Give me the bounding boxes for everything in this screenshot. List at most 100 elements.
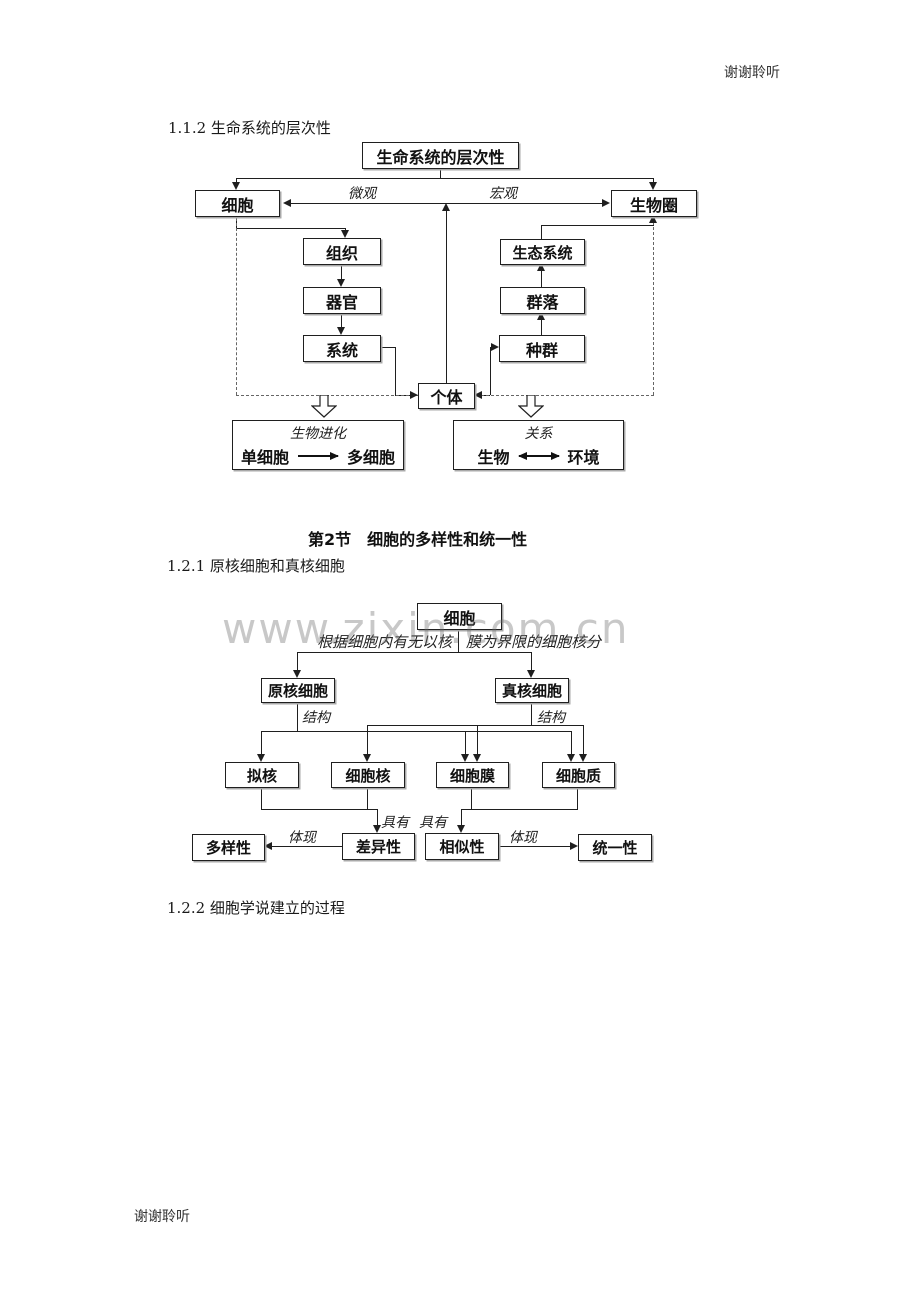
heading-1-2-2: 1.2.2 细胞学说建立的过程 [167,899,345,917]
arrowhead-right-icon [410,390,418,399]
node-cell: 细胞 [195,190,280,217]
connector-line [395,347,396,395]
heading-1-1-2: 1.1.2 生命系统的层次性 [168,119,331,137]
node-prokaryote: 原核细胞 [261,678,335,703]
arrowhead-down-icon [460,754,469,762]
connector-line [458,628,459,652]
relation-title: 关系 [524,425,553,442]
connector-line [341,263,342,279]
has-label-left: 具有 [381,815,409,831]
arrowhead-down-icon [231,182,240,190]
connector-line [577,786,578,809]
connector-line [261,731,262,754]
arrowhead-down-icon [362,754,371,762]
connector-line [446,211,447,383]
arrowhead-right-icon [602,198,610,207]
has-label-right: 具有 [419,815,447,831]
connector-line [261,809,378,810]
node-tissue: 组织 [303,238,381,265]
structure-label-left: 结构 [302,710,330,726]
connector-line [477,725,478,754]
arrowhead-left-icon [264,841,272,850]
arrowhead-down-icon [340,230,349,238]
connector-line [236,228,346,229]
footer-thanks-text: 谢谢聆听 [134,1209,190,1225]
connector-line [541,225,542,239]
node-individual: 个体 [418,383,475,409]
connector-line [471,786,472,809]
arrowhead-up-icon [441,203,450,211]
node-biosphere: 生物圈 [611,190,697,217]
connector-line [236,178,654,179]
connector-line [367,786,368,809]
evolution-from: 单细胞 [240,447,289,467]
heading-section-2: 第2节 细胞的多样性和统一性 [308,530,528,549]
block-arrow-down-icon [518,395,544,418]
node-system: 系统 [303,335,381,362]
connector-line [440,167,441,178]
node-cytoplasm: 细胞质 [542,762,615,788]
connector-line [261,786,262,809]
connector-line [297,652,298,670]
relation-row: 生物 环境 [477,444,599,468]
arrowhead-right-icon [570,841,578,850]
evolution-row: 单细胞 多细胞 [241,444,395,468]
node-ecosystem: 生态系统 [500,239,585,265]
relation-from: 生物 [477,447,510,467]
connector-line [341,312,342,327]
split-note-left: 根据细胞内有无以核 [316,633,452,651]
node-nucleus: 细胞核 [331,762,405,788]
connector-line [367,725,368,754]
dashed-boundary-line [236,218,237,395]
arrowhead-up-icon [648,215,657,223]
arrowhead-down-icon [256,754,265,762]
arrowhead-down-icon [578,754,587,762]
connector-line [367,725,583,726]
arrowhead-down-icon [292,670,301,678]
connector-line [541,225,653,226]
connector-line [379,347,395,348]
right-arrow-icon [298,451,339,460]
connector-line [297,652,531,653]
dashed-boundary-line [653,222,654,395]
arrowhead-down-icon [648,182,657,190]
connector-line [583,725,584,754]
reflect-label-left: 体现 [288,830,316,846]
connector-line [377,809,378,825]
label-micro: 微观 [348,186,376,202]
header-thanks-text: 谢谢聆听 [724,65,780,81]
arrowhead-down-icon [336,279,345,287]
node-difference: 差异性 [342,833,415,860]
arrowhead-down-icon [526,670,535,678]
evolution-to: 多细胞 [347,447,396,467]
connector-line [236,178,237,182]
arrowhead-left-icon [283,198,291,207]
node-population: 种群 [499,335,585,362]
arrowhead-down-icon [472,754,481,762]
connector-line [531,701,532,725]
arrowhead-down-icon [566,754,575,762]
arrowhead-down-icon [336,327,345,335]
connector-line [497,846,570,847]
double-arrow-icon [517,451,560,460]
node-relation: 关系 生物 环境 [453,420,624,470]
split-note-right: 膜为界限的细胞核分 [466,633,602,651]
connector-line [345,228,346,231]
connector-line [297,701,298,731]
node-similarity: 相似性 [425,833,499,860]
block-arrow-down-icon [311,395,337,418]
arrowhead-down-icon [456,825,465,833]
structure-label-right: 结构 [537,710,565,726]
heading-1-2-1: 1.2.1 原核细胞和真核细胞 [167,557,345,575]
node-unity: 统一性 [578,834,652,861]
node-community: 群落 [500,287,585,314]
connector-line [461,809,462,825]
connector-line [531,652,532,670]
arrowhead-left-icon [474,390,482,399]
node-organ: 器官 [303,287,381,314]
node-eukaryote: 真核细胞 [495,678,569,703]
arrowhead-up-icon [536,263,545,271]
node-cell-2: 细胞 [417,603,502,630]
arrowhead-down-icon [372,825,381,833]
